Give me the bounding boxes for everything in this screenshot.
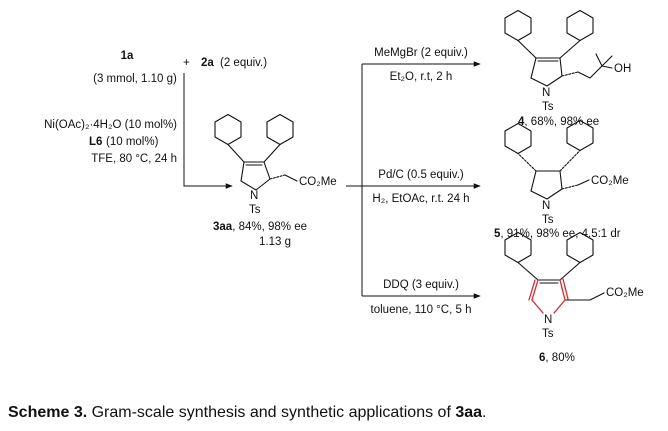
scheme-caption: Scheme 3. Gram-scale synthesis and synth… — [8, 404, 486, 422]
conditions-5: H₂, EtOAc, r.t. 24 h — [372, 193, 469, 205]
nitrogen-5: N — [542, 200, 550, 212]
ester-3aa: CO₂Me — [299, 176, 337, 188]
reactant-2a: 2a — [201, 57, 214, 69]
product-3aa-label: 3aa, 84%, 98% ee — [213, 221, 307, 233]
product-5-label: 5, 91%, 98% ee, 4.5:1 dr — [494, 228, 621, 240]
nitrogen-4: N — [542, 87, 550, 99]
ligand-id: L6 — [89, 136, 102, 148]
reaction-scheme: 1a + 2a (2 equiv.) (3 mmol, 1.10 g) Ni(O… — [44, 9, 644, 364]
product-6-label: 6, 80% — [539, 352, 575, 364]
caption-compound: 3aa — [455, 404, 483, 421]
catalyst-label: Ni(OAc)₂·4H₂O (10 mol%) — [44, 119, 177, 131]
conditions-6: toluene, 110 °C, 5 h — [371, 304, 472, 316]
tosyl-4: Ts — [542, 101, 554, 113]
caption-text: Gram-scale synthesis and synthetic appli… — [87, 404, 456, 421]
hydroxyl-4: OH — [614, 63, 631, 75]
tosyl-6: Ts — [542, 328, 554, 340]
plus-sign: + — [183, 57, 190, 69]
tosyl-3aa: Ts — [249, 204, 261, 216]
caption-label: Scheme 3. — [8, 404, 88, 421]
structure-5 — [504, 119, 594, 200]
ligand-loading: (10 mol%) — [106, 136, 159, 148]
structure-6 — [504, 231, 605, 314]
structure-3aa — [214, 113, 298, 191]
product-3aa-mass: 1.13 g — [259, 236, 291, 248]
conditions-4: Et₂O, r.t, 2 h — [390, 71, 453, 83]
scale-label: (3 mmol, 1.10 g) — [93, 73, 177, 85]
nitrogen-3aa: N — [250, 190, 258, 202]
product-4-label: 4, 68%, 98% ee — [518, 116, 599, 128]
reagent-6: DDQ (3 equiv.) — [383, 279, 459, 291]
reaction-arrow-main — [183, 73, 233, 189]
ester-6: CO₂Me — [606, 287, 644, 299]
ester-5: CO₂Me — [591, 175, 629, 187]
reagent-4: MeMgBr (2 equiv.) — [374, 47, 468, 59]
caption-end: . — [482, 404, 487, 421]
reactant-2a-equiv: (2 equiv.) — [220, 57, 267, 69]
solvent-conditions: TFE, 80 °C, 24 h — [91, 153, 177, 165]
nitrogen-6: N — [544, 314, 552, 326]
structure-4 — [504, 9, 613, 87]
tosyl-5: Ts — [542, 214, 554, 226]
reactant-1a: 1a — [121, 50, 134, 62]
reagent-5: Pd/C (0.5 equiv.) — [378, 169, 464, 181]
